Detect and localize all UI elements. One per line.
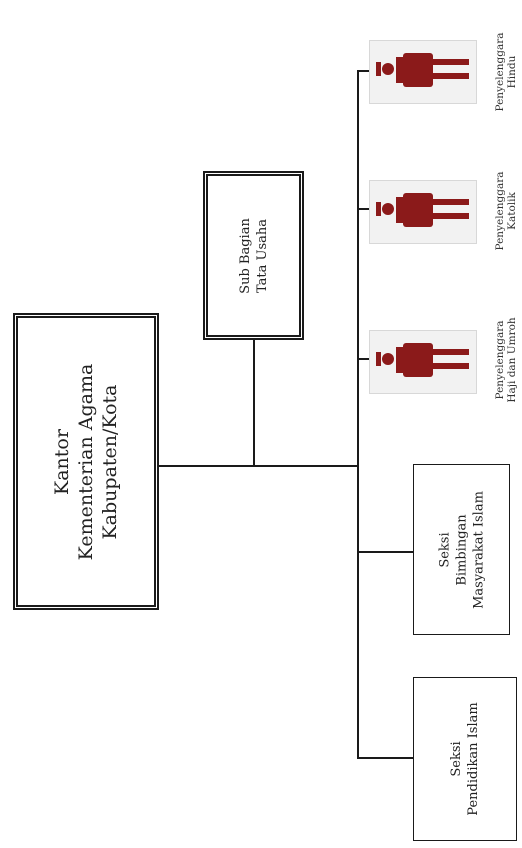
seksi-bimas-label: Seksi Bimbingan Masyarakat Islam (436, 491, 487, 609)
connector-pendidikan (357, 757, 413, 759)
penyelenggara-haji-card (369, 330, 477, 394)
root-line-1: Kantor (51, 428, 73, 495)
root-line-2: Kementerian Agama (75, 363, 97, 560)
seksi-pendidikan-line-2: Pendidikan Islam (466, 702, 481, 816)
sub-bagian-line-1: Sub Bagian (237, 217, 253, 294)
seksi-pendidikan-box: Seksi Pendidikan Islam (413, 677, 517, 841)
penyelenggara-katolik-card (369, 180, 477, 244)
haji-line-1: Penyelenggara (494, 320, 506, 400)
connector-katolik (357, 208, 369, 210)
connector-trunk (357, 70, 359, 758)
hindu-line-1: Penyelenggara (494, 32, 506, 112)
sub-bagian-line-2: Tata Usaha (254, 218, 270, 293)
root-office-label: Kantor Kementerian Agama Kabupaten/Kota (50, 363, 122, 560)
haji-line-2: Haji dan Umroh (506, 317, 518, 403)
sub-bagian-box: Sub Bagian Tata Usaha (203, 171, 304, 340)
connector-haji (357, 358, 369, 360)
hindu-line-2: Hindu (506, 55, 518, 89)
seksi-pendidikan-label: Seksi Pendidikan Islam (448, 702, 482, 815)
seksi-bimas-line-1: Seksi (437, 531, 452, 568)
root-line-3: Kabupaten/Kota (99, 384, 121, 540)
person-icon (376, 343, 469, 377)
connector-sub-bagian (253, 340, 255, 467)
seksi-pendidikan-line-1: Seksi (449, 741, 464, 777)
katolik-line-2: Katolik (506, 192, 518, 230)
person-icon (376, 193, 469, 227)
connector-root (159, 465, 358, 467)
sub-bagian-label: Sub Bagian Tata Usaha (237, 218, 271, 294)
root-office-box: Kantor Kementerian Agama Kabupaten/Kota (13, 313, 159, 610)
person-icon (376, 53, 469, 87)
seksi-bimas-line-3: Masyarakat Islam (471, 490, 486, 609)
penyelenggara-hindu-card (369, 40, 477, 104)
connector-hindu (357, 70, 369, 72)
connector-bimas (357, 551, 413, 553)
seksi-bimas-box: Seksi Bimbingan Masyarakat Islam (413, 464, 510, 635)
seksi-bimas-line-2: Bimbingan (454, 513, 469, 586)
katolik-line-1: Penyelenggara (494, 171, 506, 251)
